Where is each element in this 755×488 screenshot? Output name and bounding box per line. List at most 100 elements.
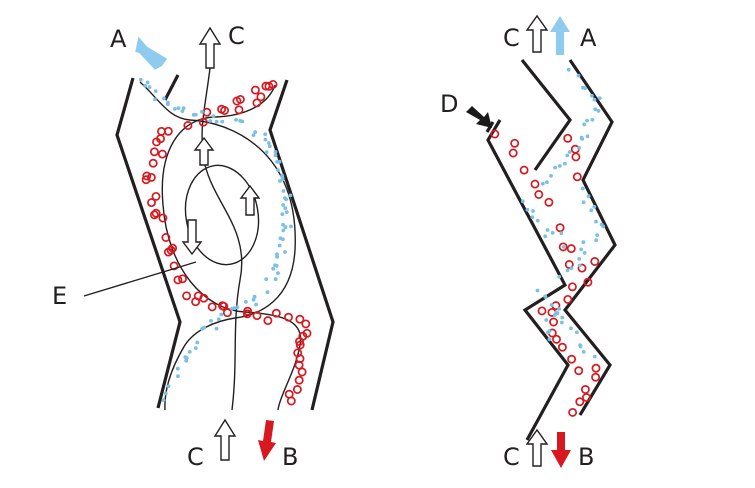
fine-particle bbox=[557, 164, 562, 168]
coarse-particle bbox=[142, 171, 152, 181]
coarse-particle bbox=[544, 197, 554, 207]
fine-particle bbox=[546, 330, 550, 335]
coarse-particle bbox=[295, 340, 305, 350]
fine-particle bbox=[283, 206, 288, 211]
arrow-hollow-icon bbox=[213, 418, 237, 461]
coarse-particle bbox=[297, 367, 307, 377]
fine-particle bbox=[531, 209, 535, 213]
fine-particle bbox=[173, 107, 177, 111]
coarse-particle bbox=[198, 117, 208, 127]
fine-particle bbox=[578, 344, 583, 349]
left-classifier-channel: A C E C B bbox=[52, 22, 335, 471]
fine-particle bbox=[283, 225, 288, 230]
coarse-particle bbox=[250, 85, 260, 95]
coarse-particle bbox=[577, 263, 587, 273]
label-d: D bbox=[440, 90, 458, 118]
fine-particle bbox=[582, 122, 587, 127]
fine-particle bbox=[545, 180, 549, 185]
coarse-particle bbox=[549, 317, 559, 327]
fine-particle bbox=[161, 398, 166, 403]
left-vortex-eddy bbox=[184, 164, 260, 266]
fine-particle bbox=[264, 277, 269, 282]
fine-particle bbox=[594, 219, 598, 224]
label-b-right: B bbox=[578, 443, 594, 471]
fine-particle bbox=[193, 112, 198, 117]
coarse-particle bbox=[490, 129, 500, 139]
right-channel-wall-left-top bbox=[520, 59, 572, 171]
fine-particle bbox=[565, 268, 570, 273]
coarse-particle bbox=[183, 121, 193, 130]
fine-particle bbox=[597, 96, 602, 100]
coarse-particle bbox=[583, 277, 593, 287]
coarse-particle bbox=[148, 158, 158, 168]
fine-particle bbox=[147, 85, 152, 90]
fine-particle bbox=[214, 119, 219, 124]
fine-particle bbox=[265, 290, 270, 295]
fine-particle bbox=[280, 177, 285, 182]
fine-particle bbox=[575, 330, 579, 335]
fine-particle bbox=[549, 174, 553, 178]
fine-particle bbox=[280, 212, 285, 217]
coarse-particle bbox=[147, 198, 156, 208]
coarse-particle bbox=[149, 147, 159, 157]
coarse-particle bbox=[590, 257, 600, 266]
fine-particle bbox=[200, 327, 205, 331]
fine-particle bbox=[271, 266, 276, 271]
fine-particle bbox=[251, 297, 256, 302]
coarse-particle bbox=[141, 175, 151, 185]
coarse-particle bbox=[566, 244, 576, 254]
coarse-particle bbox=[146, 172, 156, 182]
fine-particle bbox=[553, 165, 557, 170]
fine-particle bbox=[268, 144, 272, 149]
coarse-particle bbox=[574, 366, 584, 376]
coarse-particle bbox=[149, 210, 159, 220]
arrow-black-icon bbox=[466, 106, 492, 128]
fine-particle bbox=[530, 215, 535, 220]
fine-particle bbox=[253, 130, 258, 135]
fine-particle bbox=[166, 102, 170, 107]
fine-particle bbox=[216, 317, 221, 322]
fine-particle bbox=[195, 340, 200, 345]
label-a-right: A bbox=[580, 24, 597, 52]
fine-particle bbox=[263, 132, 268, 137]
fine-particle bbox=[592, 204, 597, 209]
fine-particle bbox=[543, 295, 548, 299]
arrow-down-red-icon bbox=[258, 420, 276, 461]
fine-particle bbox=[592, 97, 597, 102]
coarse-particle bbox=[207, 302, 217, 312]
fine-particle bbox=[557, 274, 562, 279]
left-channel-wall-left bbox=[115, 77, 182, 409]
fine-particle bbox=[252, 294, 257, 299]
fine-particle bbox=[275, 255, 279, 259]
coarse-particle bbox=[557, 342, 567, 352]
fine-particle bbox=[535, 218, 540, 223]
coarse-particle bbox=[173, 275, 183, 285]
fine-particle bbox=[569, 266, 574, 271]
arrow-hollow-icon bbox=[525, 14, 549, 53]
fine-particle bbox=[138, 77, 143, 82]
fine-particle bbox=[549, 303, 554, 307]
right-channel-wall-right bbox=[562, 59, 617, 416]
coarse-particle bbox=[534, 190, 544, 199]
label-e-pointer bbox=[83, 261, 197, 297]
fine-particle bbox=[267, 141, 271, 145]
fine-particle bbox=[581, 240, 586, 245]
coarse-particle bbox=[182, 291, 192, 301]
label-c-left-top: C bbox=[228, 22, 245, 50]
fine-particle bbox=[283, 196, 287, 201]
coarse-particle bbox=[510, 138, 520, 148]
fine-particle bbox=[520, 199, 525, 204]
coarse-particle bbox=[271, 308, 281, 318]
arrow-hollow-icon bbox=[525, 428, 549, 467]
coarse-particle bbox=[571, 152, 581, 162]
fine-particle bbox=[579, 247, 584, 252]
fine-particle bbox=[176, 106, 181, 110]
fine-particle bbox=[583, 86, 587, 91]
fine-particle bbox=[577, 263, 582, 268]
coarse-particle bbox=[158, 213, 168, 223]
coarse-particle bbox=[199, 293, 209, 303]
left-vortex-arrow-left bbox=[181, 219, 203, 256]
fine-particle bbox=[567, 150, 572, 154]
left-streamline-arrow bbox=[193, 136, 215, 166]
